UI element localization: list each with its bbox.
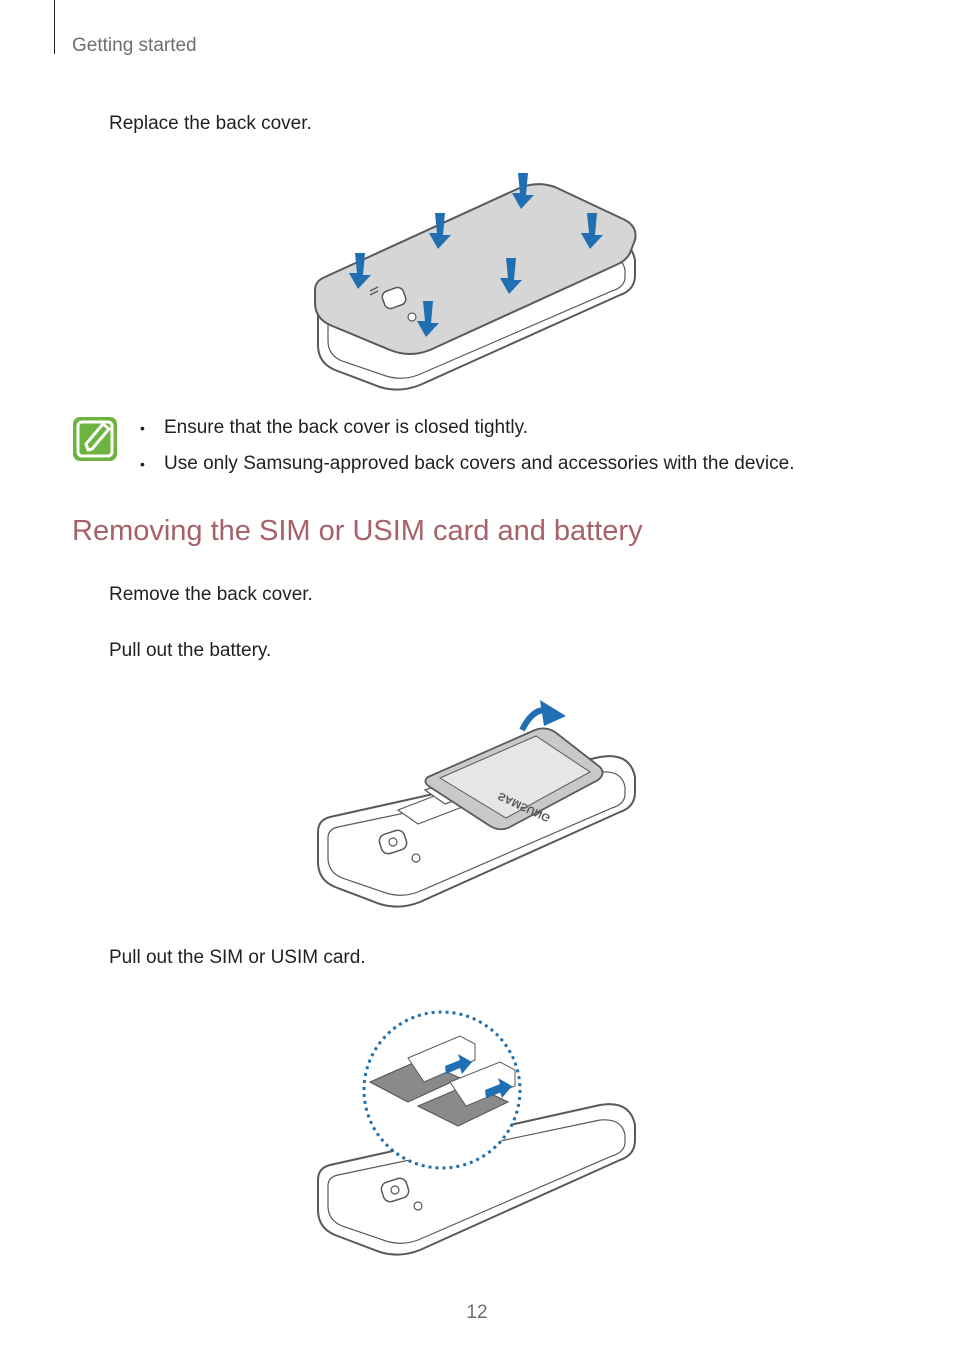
press-down-arrows [349, 173, 603, 337]
note-item: •Use only Samsung-approved back covers a… [140, 453, 795, 474]
page-number: 12 [466, 1302, 488, 1323]
note-item: •Ensure that the back cover is closed ti… [140, 417, 528, 438]
sim-pull-arrow-icon [445, 1054, 472, 1074]
sim-removal-illustration [317, 1010, 636, 1256]
step-pull-sim: Pull out the SIM or USIM card. [109, 947, 366, 968]
step-remove-cover: Remove the back cover. [109, 584, 313, 605]
zoom-circle [362, 1010, 522, 1170]
step-replace-cover: Replace the back cover. [109, 113, 312, 134]
lift-arrow-icon [540, 700, 566, 726]
sim-pull-arrow-icon [485, 1078, 512, 1098]
step-pull-battery: Pull out the battery. [109, 640, 272, 661]
replace-cover-illustration [314, 173, 637, 391]
header-rule [54, 0, 55, 54]
section-title: Removing the SIM or USIM card and batter… [72, 515, 643, 547]
note-pencil-icon [73, 417, 117, 461]
note-list: •Ensure that the back cover is closed ti… [140, 410, 795, 482]
battery-removal-illustration: SAMSUNG [317, 700, 636, 908]
running-header: Getting started [72, 35, 197, 56]
